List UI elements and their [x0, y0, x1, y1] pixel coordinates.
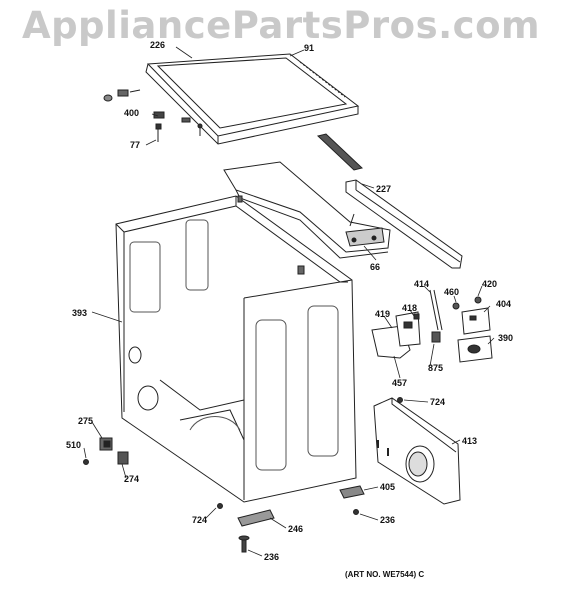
- label-66: 66: [370, 262, 381, 272]
- label-414: 414: [414, 279, 430, 289]
- label-400: 400: [124, 108, 140, 118]
- label-77: 77: [130, 140, 141, 150]
- top-panel-part: [146, 54, 358, 144]
- panel-hardware: [104, 90, 202, 142]
- watermark: AppliancePartsPros.com: [21, 4, 541, 47]
- cabinet-part: [116, 196, 356, 502]
- leader-lines: [84, 47, 494, 556]
- label-274: 274: [124, 474, 140, 484]
- small-clips: [453, 297, 481, 309]
- label-405: 405: [380, 482, 396, 492]
- label-226: 226: [150, 40, 166, 50]
- label-457: 457: [392, 378, 408, 388]
- top-brace-part: [224, 162, 390, 258]
- label-236-bottom: 236: [264, 552, 280, 562]
- label-404: 404: [496, 299, 512, 309]
- lower-hardware: [218, 398, 403, 553]
- label-236-right: 236: [380, 515, 396, 525]
- label-510: 510: [66, 440, 82, 450]
- label-419: 419: [375, 309, 391, 319]
- label-724-upper: 724: [430, 397, 446, 407]
- label-418: 418: [402, 303, 418, 313]
- label-875: 875: [428, 363, 444, 373]
- rear-rail-part: [346, 180, 462, 268]
- label-420: 420: [482, 279, 498, 289]
- lower-left-hardware: [84, 438, 129, 465]
- label-724-lower: 724: [192, 515, 208, 525]
- bracket-assembly-part: [372, 290, 442, 358]
- cover-plates: [458, 308, 492, 362]
- label-460: 460: [444, 287, 460, 297]
- label-227: 227: [376, 184, 392, 194]
- label-275: 275: [78, 416, 94, 426]
- art-number: (ART NO. WE7544) C: [345, 570, 425, 579]
- label-390: 390: [498, 333, 514, 343]
- label-413: 413: [462, 436, 478, 446]
- label-393: 393: [72, 308, 88, 318]
- front-panel-part: [374, 398, 460, 504]
- label-91: 91: [304, 43, 315, 53]
- label-246: 246: [288, 524, 304, 534]
- seal-strip-part: [318, 134, 362, 170]
